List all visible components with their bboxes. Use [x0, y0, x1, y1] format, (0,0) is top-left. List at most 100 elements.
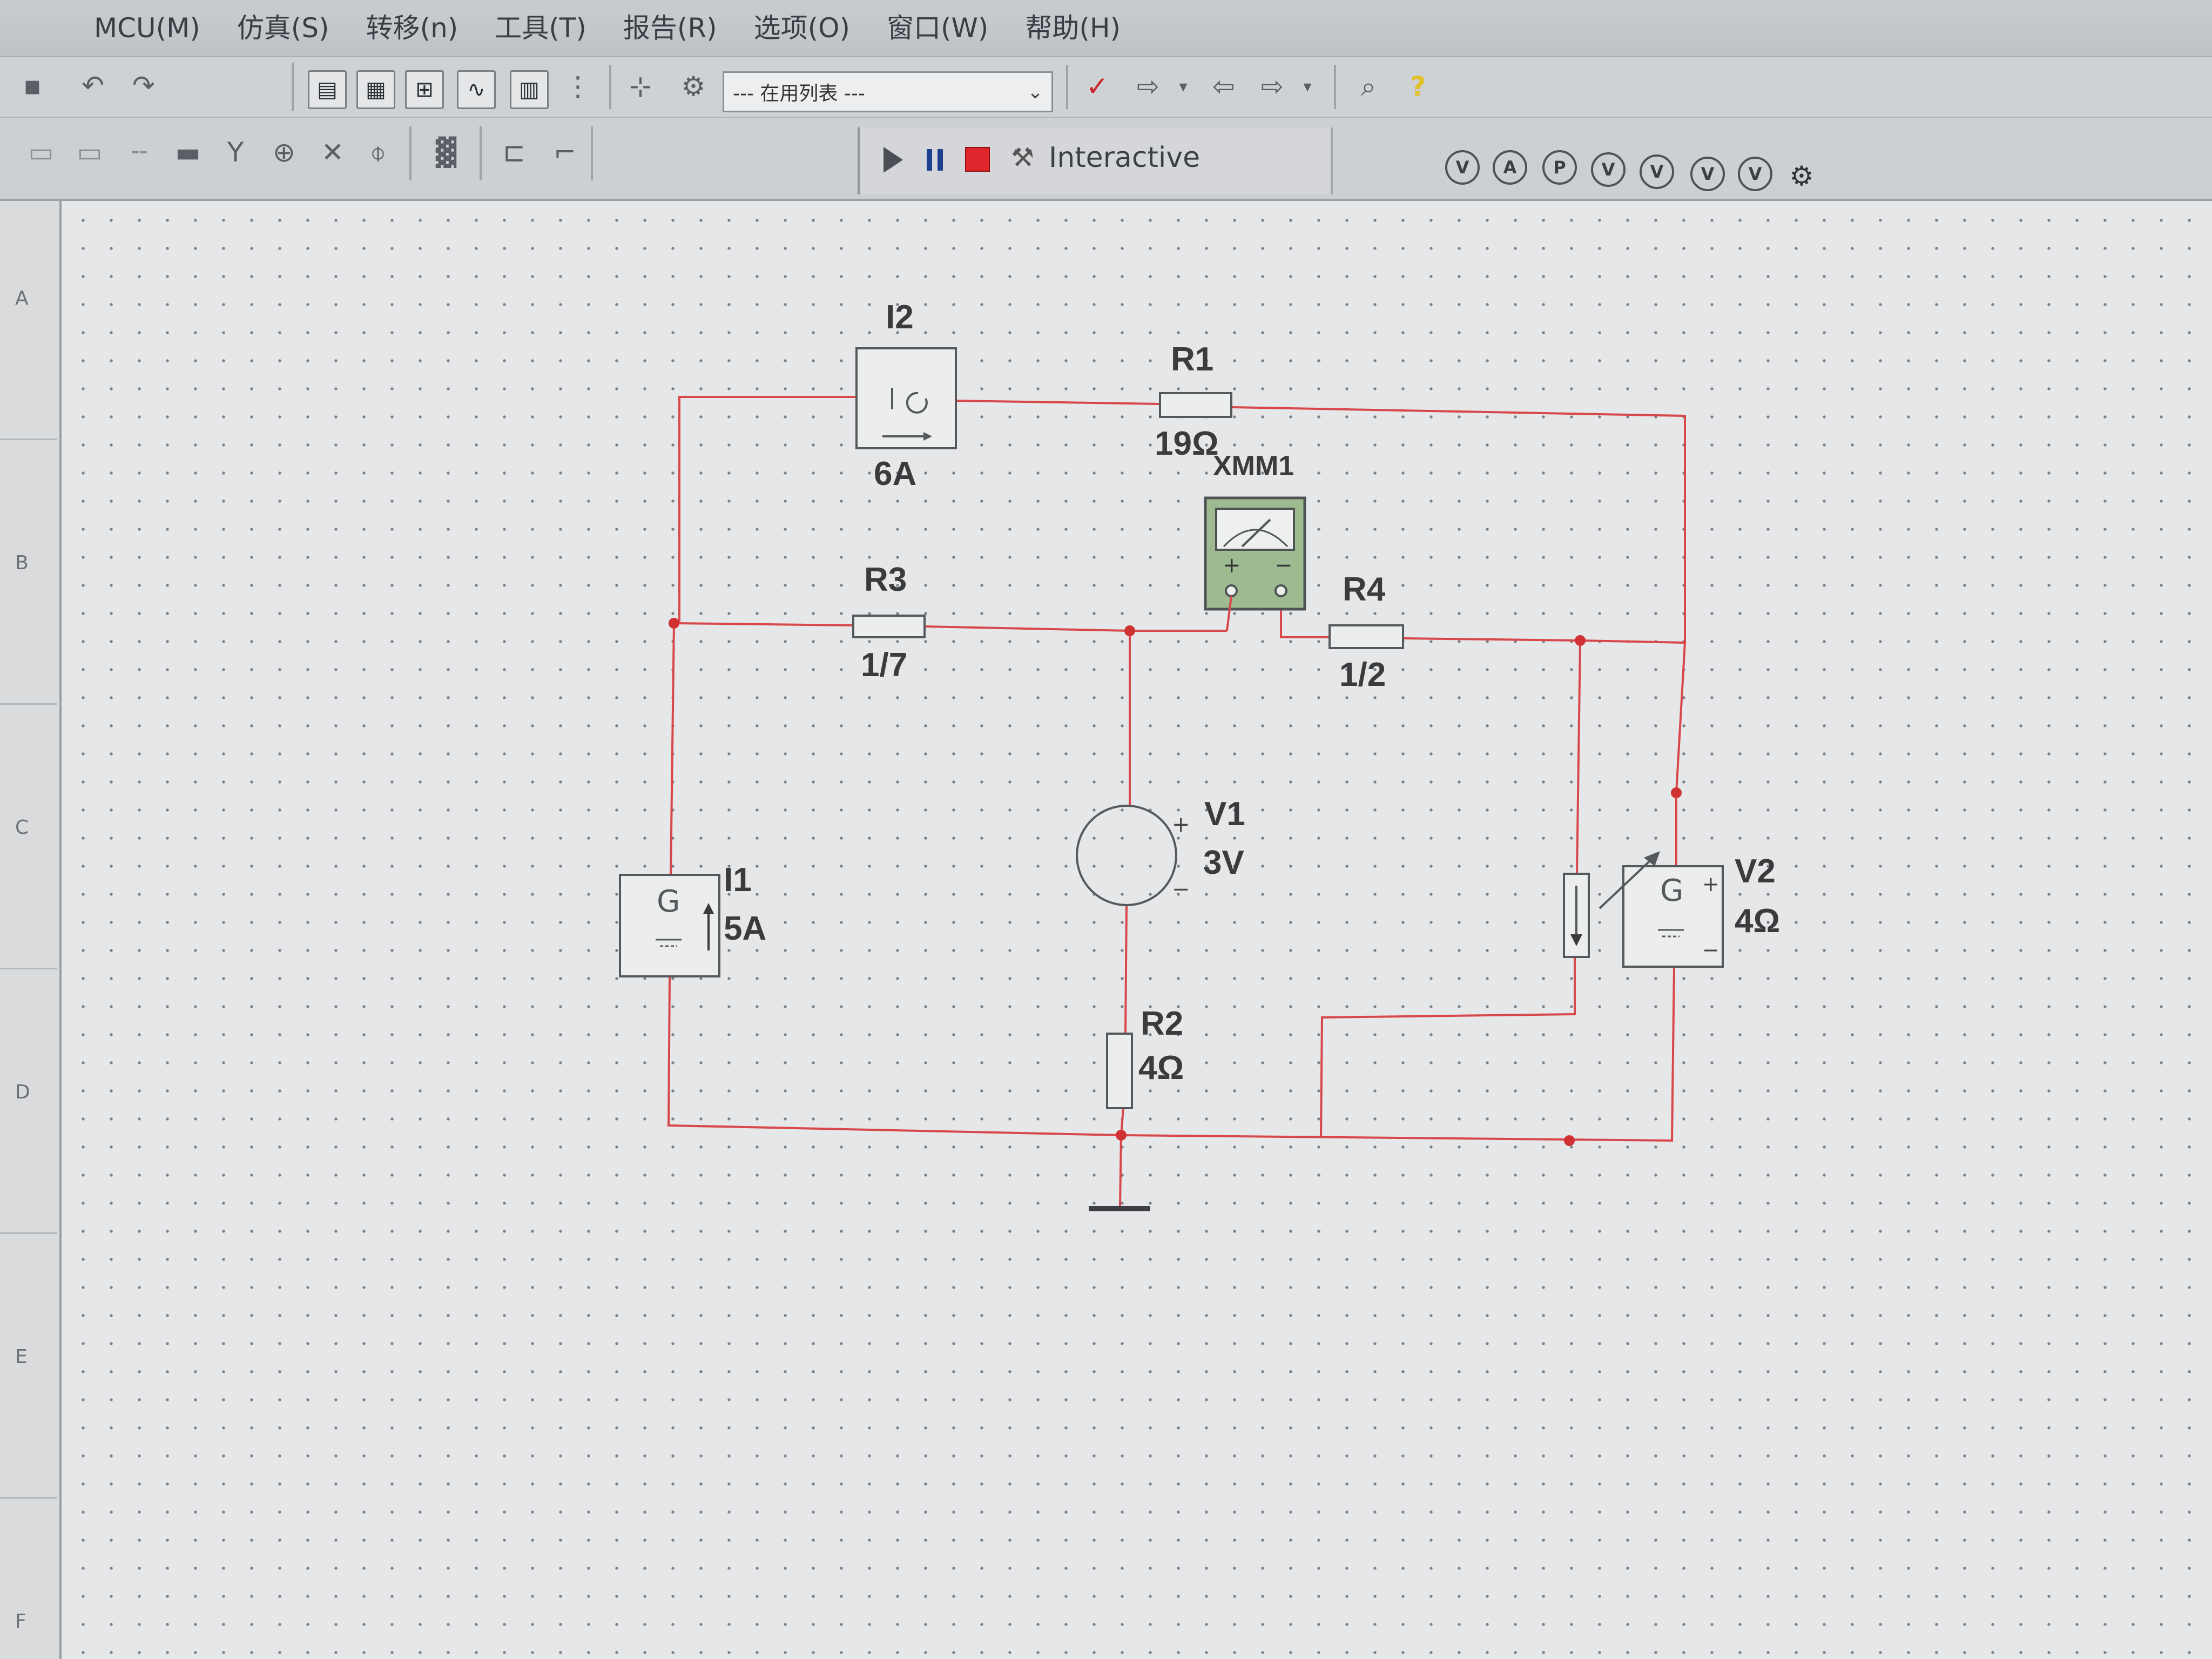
- place-wire-icon[interactable]: ╌: [131, 137, 148, 168]
- back-annotate-icon[interactable]: ⇦: [1212, 71, 1235, 102]
- wire[interactable]: [1124, 905, 1128, 1034]
- plus-terminal[interactable]: [1225, 584, 1238, 597]
- ruler-divider: [0, 1232, 57, 1234]
- wire[interactable]: [678, 396, 857, 622]
- differential-voltage-probe-icon[interactable]: V: [1591, 152, 1626, 187]
- help-icon[interactable]: ?: [1410, 71, 1426, 102]
- menu-options[interactable]: 选项(O): [753, 12, 850, 44]
- place-no-connect-icon[interactable]: ✕: [321, 137, 344, 168]
- menu-transfer[interactable]: 转移(n): [366, 12, 458, 44]
- transfer-to-ultiboard-icon[interactable]: ⇨: [1137, 71, 1159, 102]
- find-examples-icon[interactable]: ⌕: [1361, 70, 1376, 102]
- undo-icon[interactable]: ↶: [82, 70, 104, 101]
- save-icon[interactable]: ▪: [23, 70, 42, 101]
- place-bus-entry-icon[interactable]: ⌐: [554, 137, 576, 168]
- wire[interactable]: [1402, 637, 1685, 644]
- resistor-body: [852, 615, 926, 638]
- multimeter-xmm1[interactable]: + − XMM1: [1204, 450, 1306, 631]
- wire[interactable]: [670, 623, 675, 875]
- menu-tools[interactable]: 工具(T): [495, 12, 586, 44]
- hierarchy-icon[interactable]: ⋮: [564, 71, 591, 102]
- simulation-mode-label[interactable]: Interactive: [1049, 141, 1201, 174]
- probe-settings-icon[interactable]: V: [1738, 157, 1772, 191]
- run-simulation-button[interactable]: [876, 144, 908, 176]
- wire[interactable]: [1576, 640, 1581, 874]
- wire[interactable]: [955, 400, 1161, 405]
- toolbar-separator: [409, 126, 412, 180]
- place-ground-icon[interactable]: Y: [227, 137, 244, 168]
- resistor-r4[interactable]: R4 1/2: [1328, 571, 1404, 693]
- database-manager-icon[interactable]: ⊞: [405, 70, 444, 109]
- menu-reports[interactable]: 报告(R): [623, 12, 717, 44]
- wire[interactable]: [1675, 642, 1686, 868]
- ruler-letter: D: [15, 1081, 30, 1103]
- current-source-i2[interactable]: I2 6A: [855, 299, 957, 493]
- ruler-letter: E: [15, 1346, 28, 1368]
- resistor-body: [1106, 1033, 1133, 1109]
- in-use-list-dropdown[interactable]: --- 在用列表 --- ⌄: [723, 71, 1053, 112]
- menu-window[interactable]: 窗口(W): [886, 12, 989, 44]
- current-probe-icon[interactable]: A: [1493, 150, 1527, 185]
- junction-dot: [1116, 1130, 1127, 1141]
- wire[interactable]: [667, 976, 1122, 1136]
- menu-mcu[interactable]: MCU(M): [94, 12, 200, 44]
- rotation-icon: [906, 392, 928, 414]
- resistor-r1[interactable]: R1 19Ω: [1155, 341, 1232, 462]
- wire[interactable]: [673, 622, 854, 626]
- component-ref-label: V1: [1204, 795, 1245, 833]
- place-probe-icon[interactable]: ⌽: [370, 136, 386, 168]
- resistor-r2[interactable]: R2 4Ω: [1106, 1005, 1184, 1109]
- power-probe-icon[interactable]: P: [1542, 150, 1577, 185]
- resistor-body: [1328, 624, 1404, 649]
- place-hierarchical-block-icon[interactable]: ⊏: [503, 137, 525, 168]
- component-ref-label: R1: [1171, 341, 1213, 378]
- wire[interactable]: [1119, 1135, 1122, 1207]
- place-junction-icon[interactable]: ▭: [77, 137, 103, 168]
- component-value-label: 4Ω: [1138, 1049, 1184, 1087]
- component-value-label: 19Ω: [1155, 425, 1219, 462]
- component-value-label: 5A: [724, 910, 766, 947]
- chevron-down-icon[interactable]: ▾: [1179, 77, 1188, 96]
- menu-help[interactable]: 帮助(H): [1025, 12, 1121, 44]
- forward-annotate-icon[interactable]: ⇨: [1261, 71, 1284, 102]
- wire[interactable]: [924, 625, 1227, 632]
- design-toolbox-icon[interactable]: ▤: [308, 70, 347, 109]
- current-source-i1[interactable]: G I1 5A: [619, 861, 766, 977]
- schematic-canvas[interactable]: [62, 201, 2212, 1659]
- component-wizard-icon[interactable]: ⊹: [629, 71, 652, 102]
- spreadsheet-icon[interactable]: ▦: [356, 70, 395, 109]
- wire[interactable]: [1226, 596, 1232, 631]
- place-bus-icon[interactable]: ▬: [175, 137, 201, 168]
- voltage-reference-probe-icon[interactable]: V: [1640, 154, 1674, 189]
- stop-simulation-button[interactable]: [965, 147, 990, 172]
- resistor-r3[interactable]: R3 1/7: [852, 561, 926, 684]
- place-component-icon[interactable]: ▭: [28, 137, 54, 168]
- voltage-probe-icon[interactable]: V: [1445, 150, 1480, 185]
- place-mcu-icon[interactable]: ▓: [435, 137, 457, 168]
- wire[interactable]: [1121, 966, 1675, 1142]
- check-icon[interactable]: ✓: [1086, 71, 1109, 102]
- electrical-rules-icon[interactable]: ⚙: [681, 71, 706, 102]
- wire[interactable]: [1231, 406, 1686, 643]
- gear-icon[interactable]: ⚙: [1789, 160, 1814, 192]
- redo-icon[interactable]: ↷: [132, 70, 155, 101]
- digital-probe-icon[interactable]: V: [1690, 157, 1725, 191]
- postprocessor-icon[interactable]: ▥: [510, 70, 549, 109]
- chevron-down-icon[interactable]: ▾: [1303, 77, 1312, 96]
- pause-simulation-button[interactable]: [919, 144, 952, 176]
- voltage-source-v1[interactable]: + − V1 3V: [1076, 795, 1245, 906]
- current-source-body: [855, 347, 957, 449]
- minus-terminal-sign: −: [1172, 877, 1190, 902]
- junction-dot: [1564, 1135, 1575, 1146]
- place-connector-icon[interactable]: ⊕: [273, 137, 295, 168]
- ruler-letter: B: [15, 552, 29, 574]
- component-ref-label: XMM1: [1213, 450, 1294, 482]
- grapher-icon[interactable]: ∿: [457, 70, 496, 109]
- menu-simulate[interactable]: 仿真(S): [237, 12, 329, 44]
- controlled-source-v2[interactable]: G + − V2 4Ω: [1563, 851, 1780, 968]
- junction-dot: [1671, 787, 1682, 798]
- minus-terminal[interactable]: [1274, 584, 1287, 597]
- wire[interactable]: [1320, 957, 1576, 1138]
- ruler-letter: C: [15, 817, 29, 839]
